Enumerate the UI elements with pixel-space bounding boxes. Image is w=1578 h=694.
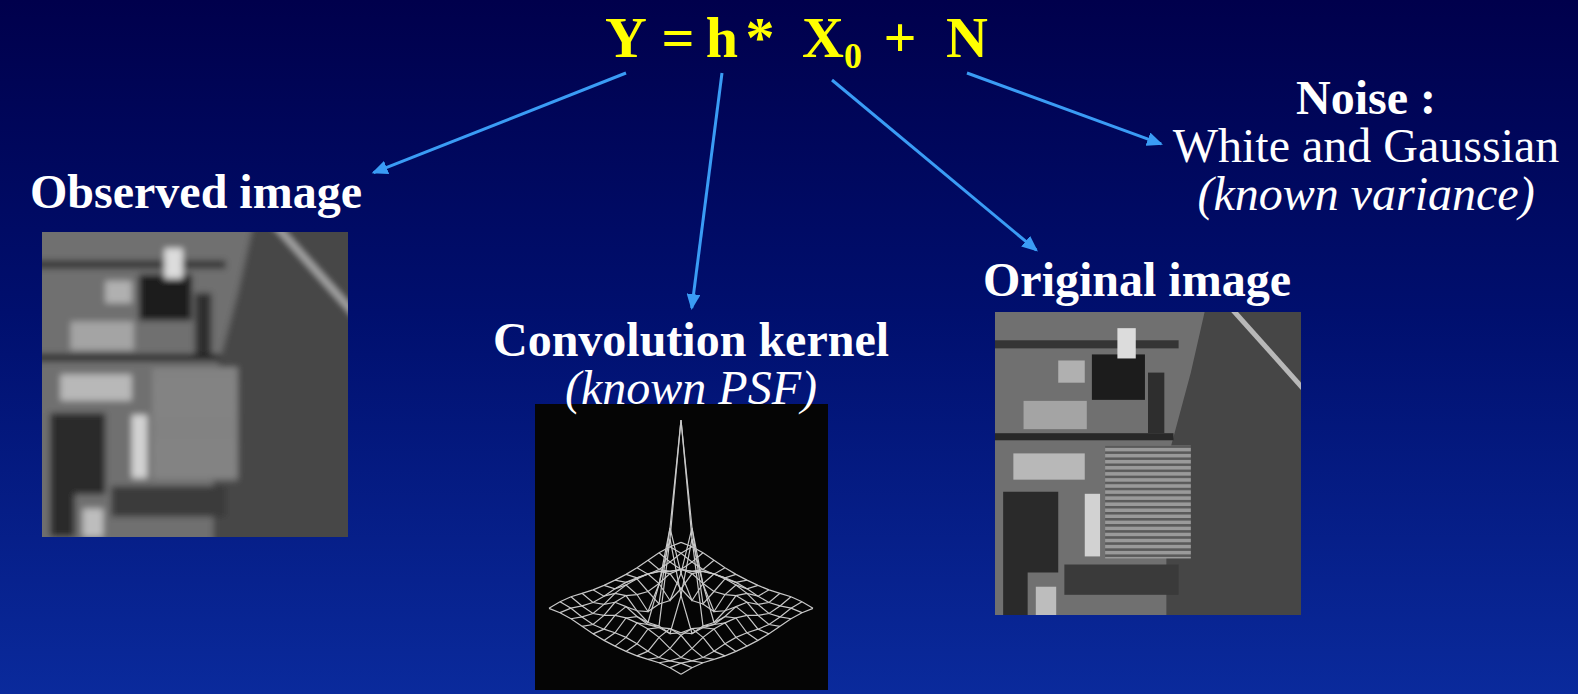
equation-operator: * [744, 6, 777, 70]
operator-text: = [661, 5, 694, 70]
wireframe-line [659, 597, 791, 663]
wireframe-line [571, 597, 703, 663]
equation-term: X0 [800, 6, 864, 77]
psf-wireframe [549, 420, 813, 674]
equation-term: N [944, 6, 990, 70]
equation-symbol: h [706, 5, 738, 70]
equation-symbol: X [802, 5, 844, 70]
wireframe-line [681, 608, 813, 674]
original-photo [975, 292, 1322, 635]
operator-text: + [883, 5, 916, 70]
label-text: Convolution kernel [493, 316, 889, 364]
equation-term: Y [603, 6, 649, 70]
label-text: Observed image [30, 168, 362, 216]
equation-operator: = [659, 6, 696, 70]
equation-symbol: 0 [844, 36, 862, 76]
wireframe-line [670, 602, 802, 668]
label-text: (known variance) [1173, 170, 1560, 218]
pointer-arrow [692, 73, 722, 308]
operator-text: * [746, 5, 775, 70]
pointer-arrow [967, 73, 1161, 144]
wireframe-line [560, 547, 692, 613]
wireframe-line [549, 608, 681, 674]
wireframe-line [582, 593, 714, 659]
wireframe-line [593, 590, 725, 656]
image-label: Convolution kernel(known PSF) [487, 314, 895, 414]
observed-photo [22, 212, 369, 558]
equation-symbol: N [946, 5, 988, 70]
label-text: Original image [983, 256, 1291, 304]
image-label: Observed image [24, 166, 368, 218]
pointer-arrow [374, 73, 626, 173]
wireframe-line [670, 547, 802, 613]
equation-symbol: Y [605, 5, 647, 70]
equation-term: h [704, 6, 740, 70]
image-label: Original image [977, 254, 1297, 306]
wireframe-line [615, 420, 747, 646]
label-text: Noise : [1173, 74, 1560, 122]
wireframe-line [615, 420, 747, 646]
psf-plot [535, 404, 828, 690]
wireframe-line [648, 593, 780, 659]
wireframe-line [648, 560, 780, 626]
noise-label: Noise :White and Gaussian(known variance… [1167, 72, 1566, 220]
wireframe-line [560, 602, 692, 668]
wireframe-line [637, 590, 769, 656]
label-text: White and Gaussian [1173, 122, 1560, 170]
equation-operator: + [881, 6, 918, 70]
label-text: (known PSF) [493, 364, 889, 412]
pointer-arrow [832, 80, 1036, 250]
wireframe-line [582, 560, 714, 626]
